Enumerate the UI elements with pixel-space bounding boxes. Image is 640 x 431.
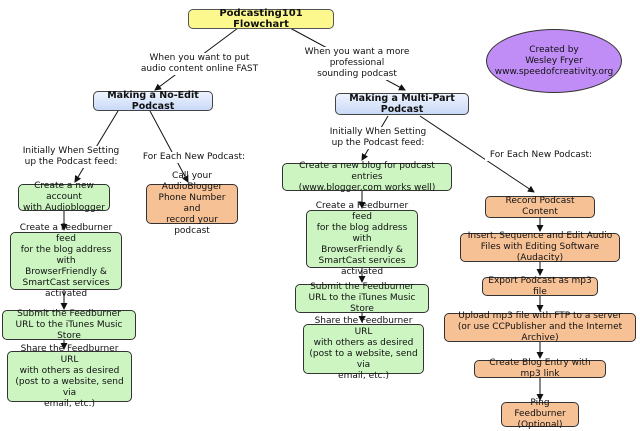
multi-part-each-step-1: Record Podcast Content xyxy=(485,196,595,218)
multi-part-setup-step-2: Create a Feedburner feed for the blog ad… xyxy=(306,201,418,277)
section-multi-part-title: Making a Multi-Part Podcast xyxy=(335,93,469,115)
no-edit-setup-step-1: Create a new account with Audioblogger xyxy=(18,181,110,213)
no-edit-setup-step-3: Submit the Feedburner URL to the iTunes … xyxy=(2,309,136,341)
multi-part-setup-step-3: Submit the Feedburner URL to the iTunes … xyxy=(295,282,429,314)
multi-part-each-step-6: Ping Feedburner (Optional) xyxy=(501,398,579,430)
credit-ellipse: Created by Wesley Fryer www.speedofcreat… xyxy=(486,29,622,93)
multi-part-each-label: For Each New Podcast: xyxy=(485,150,597,161)
branch-label-professional: When you want a more professional soundi… xyxy=(302,47,412,80)
branch-label-fast: When you want to put audio content onlin… xyxy=(132,53,267,75)
multi-part-setup-label: Initially When Setting up the Podcast fe… xyxy=(322,127,434,149)
multi-part-each-step-3: Export Podcast as mp3 file xyxy=(482,276,598,297)
multi-part-setup-step-4: Share the Feedburner URL with others as … xyxy=(303,316,424,381)
connector-multi-to-each xyxy=(419,115,535,193)
no-edit-setup-label: Initially When Setting up the Podcast fe… xyxy=(15,146,127,168)
no-edit-each-step-1: Call your AudioBlogger Phone Number and … xyxy=(146,171,238,236)
section-no-edit-title: Making a No-Edit Podcast xyxy=(93,90,213,112)
no-edit-setup-step-2: Create a Feedburner feed for the blog ad… xyxy=(10,223,122,299)
connector-no-edit-to-each xyxy=(149,110,189,183)
flowchart-title: Podcasting101 Flowchart xyxy=(188,8,334,30)
no-edit-each-label: For Each New Podcast: xyxy=(138,152,250,163)
no-edit-setup-step-4: Share the Feedburner URL with others as … xyxy=(7,344,132,409)
multi-part-each-step-2: Insert, Sequence and Edit Audio Files wi… xyxy=(460,231,620,263)
multi-part-setup-step-1: Create a new blog for podcast entries (w… xyxy=(282,161,452,193)
multi-part-each-step-4: Upload mp3 file with FTP to a server (or… xyxy=(444,311,636,343)
multi-part-each-step-5: Create Blog Entry with mp3 link xyxy=(474,358,606,379)
